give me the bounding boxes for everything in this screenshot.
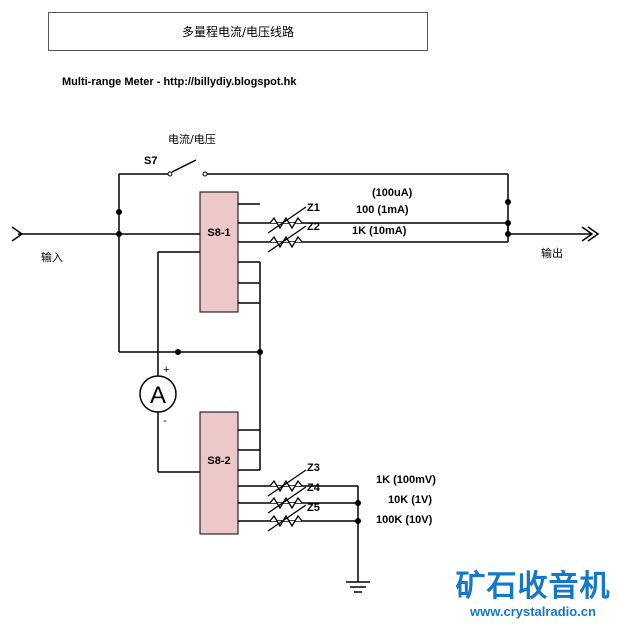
ammeter-label: A <box>150 382 166 409</box>
output-arrow <box>581 226 594 242</box>
resistor-z5 <box>269 514 303 528</box>
junction-dot <box>116 209 122 215</box>
subtitle: Multi-range Meter - http://billydiy.blog… <box>62 76 297 88</box>
range-100ua-label: (100uA) <box>372 187 413 199</box>
watermark: 矿石收音机 www.crystalradio.cn <box>452 570 614 620</box>
switch-s8-1-label: S8-1 <box>207 227 230 239</box>
range-10ma-label: 1K (10mA) <box>352 225 407 237</box>
meter-plus: + <box>163 364 169 376</box>
page-title: 多量程电流/电压线路 <box>181 25 295 39</box>
junction-dot <box>505 199 511 205</box>
switch-s8-2-label: S8-2 <box>207 455 230 467</box>
resistor-z4-label: Z4 <box>307 482 321 494</box>
switch-s7-contact-right <box>202 171 208 177</box>
resistor-z3-label: Z3 <box>307 462 320 474</box>
resistor-z1 <box>269 216 303 230</box>
switch-s8-1 <box>199 191 239 313</box>
switch-s7-contact-left <box>167 171 173 177</box>
switch-s7-blade <box>171 159 197 173</box>
resistor-z2 <box>269 235 303 249</box>
switch-s8-2 <box>199 411 239 535</box>
junction-dot <box>116 231 122 237</box>
output-label: 输出 <box>541 246 563 260</box>
junction-dot <box>355 518 361 524</box>
title-box: 多量程电流/电压线路 <box>48 12 428 51</box>
junction-dot <box>175 349 181 355</box>
resistor-z3 <box>269 479 303 493</box>
watermark-url: www.crystalradio.cn <box>470 604 596 619</box>
resistor-z4 <box>269 496 303 510</box>
range-10v-label: 100K (10V) <box>376 514 433 526</box>
junction-dot <box>257 349 263 355</box>
junction-dot <box>505 220 511 226</box>
range-100mv-label: 1K (100mV) <box>376 474 436 486</box>
watermark-brand: 矿石收音机 <box>455 569 611 604</box>
switch-s7-label: S7 <box>144 155 157 167</box>
ammeter-icon <box>139 375 177 413</box>
meter-minus: - <box>163 415 167 427</box>
junction-dot <box>355 500 361 506</box>
resistor-z2-label: Z2 <box>307 221 320 233</box>
resistor-z5-label: Z5 <box>307 502 320 514</box>
junction-dot <box>505 231 511 237</box>
range-1ma-label: 100 (1mA) <box>356 204 409 216</box>
switch-mode-label: 电流/电压 <box>168 132 216 146</box>
range-1v-label: 10K (1V) <box>388 494 432 506</box>
input-label: 输入 <box>41 250 63 264</box>
resistor-z1-label: Z1 <box>307 202 320 214</box>
